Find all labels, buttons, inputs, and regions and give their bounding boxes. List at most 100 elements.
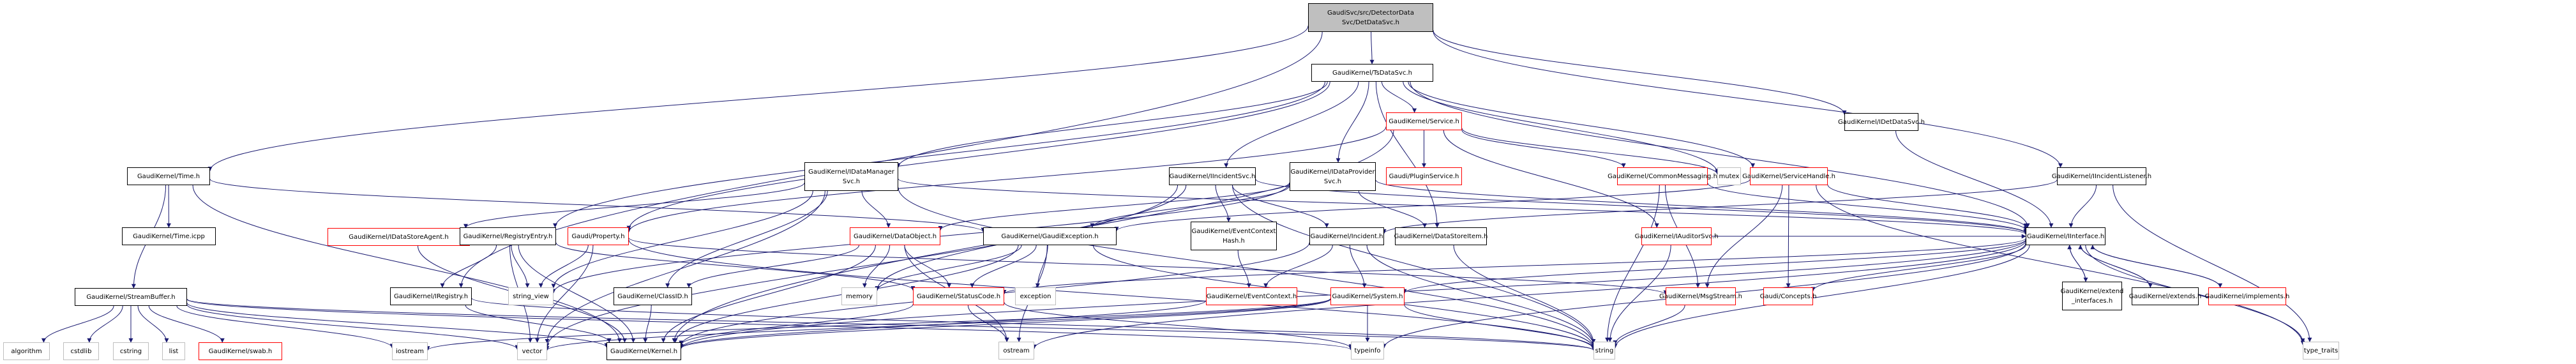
node-implements[interactable]: GaudiKernel/implements.h	[2205, 287, 2289, 305]
node-idatastoreagent[interactable]: GaudiKernel/IDataStoreAgent.h	[328, 228, 470, 246]
edge-tsdatasvc-to-idatamanagersvc	[896, 81, 1328, 168]
edge-iincidentsvc-to-vector	[545, 185, 1179, 348]
edge-idetdatasvc-to-iinterface	[1895, 130, 2054, 228]
edge-detdatasvc-to-time	[207, 26, 1309, 172]
edge-gaudiexception-to-statuscode	[970, 245, 1037, 288]
node-idetdatasvc[interactable]: GaudiKernel/IDetDataSvc.h	[1838, 113, 1925, 131]
node-iinterface[interactable]: GaudiKernel/IInterface.h	[2026, 227, 2105, 245]
edge-property-to-msgstream	[628, 238, 1668, 295]
node-classid[interactable]: GaudiKernel/ClassID.h	[614, 287, 692, 305]
edge-incident-to-system	[1349, 245, 1367, 288]
edge-iincidentlistener-to-iinterface	[2068, 185, 2097, 228]
node-ostream: ostream	[998, 342, 1034, 360]
node-iincidentlistener[interactable]: GaudiKernel/IIncidentListener.h	[2052, 167, 2151, 185]
node-mutex: mutex	[1717, 167, 1741, 185]
edge-idatamanagersvc-to-string	[898, 187, 1596, 349]
edge-service-to-commonmessaging	[1461, 130, 1626, 168]
node-service[interactable]: GaudiKernel/Service.h	[1386, 112, 1462, 130]
edge-gaudiexception-to-memory	[875, 245, 1022, 291]
edge-idatamanagersvc-to-vector	[545, 190, 825, 344]
edge-system-to-iostream	[425, 298, 1331, 351]
node-cstdlib: cstdlib	[63, 342, 99, 360]
node-idataprovidersvc[interactable]: GaudiKernel/IDataProvider Svc.h	[1290, 162, 1376, 191]
node-vector: vector	[517, 342, 547, 360]
edge-iregistry-to-string	[471, 298, 1596, 351]
node-time[interactable]: GaudiKernel/Time.h	[127, 167, 210, 185]
edge-servicehandle-to-iinterface	[1827, 185, 2028, 229]
edge-property-to-vector	[535, 245, 594, 343]
node-incident[interactable]: GaudiKernel/Incident.h	[1309, 227, 1384, 245]
edge-service-to-mutex	[1461, 128, 1720, 175]
edge-streambuffer-to-iostream	[176, 305, 395, 349]
edge-classid-to-kernel	[643, 305, 652, 343]
node-streambuffer[interactable]: GaudiKernel/StreamBuffer.h	[75, 288, 187, 306]
edge-tsdatasvc-to-registryentry	[553, 81, 1325, 228]
edge-property-to-string_view	[538, 245, 589, 288]
node-extends[interactable]: GaudiKernel/extends.h	[2129, 287, 2201, 305]
node-eventcontext[interactable]: GaudiKernel/EventContext.h	[1206, 287, 1297, 305]
node-property[interactable]: Gaudi/Property.h	[568, 227, 629, 245]
node-kernel[interactable]: GaudiKernel/Kernel.h	[606, 342, 681, 360]
edge-idatamanagersvc-to-iinterface	[898, 178, 2028, 235]
edge-streambuffer-to-kernel	[186, 302, 609, 348]
node-detdatasvc[interactable]: GaudiSvc/src/DetectorData Svc/DetDataSvc…	[1308, 3, 1433, 32]
node-type-traits: type_traits	[2303, 342, 2339, 360]
node-dataobject[interactable]: GaudiKernel/DataObject.h	[850, 227, 940, 245]
node-msgstream[interactable]: GaudiKernel/MsgStream.h	[1659, 287, 1742, 305]
edge-streambuffer-to-algorithm	[41, 305, 114, 343]
edge-detdatasvc-to-tsdatasvc	[1369, 31, 1375, 64]
node-eventcontexthash[interactable]: GaudiKernel/EventContext Hash.h	[1191, 222, 1277, 250]
edge-tsdatasvc-to-idataprovidersvc	[1336, 81, 1369, 163]
node-extend-interfaces[interactable]: GaudiKernel/extend _interfaces.h	[2061, 282, 2123, 310]
edge-iinterface-to-system	[1402, 239, 2026, 294]
node-iauditorsvc[interactable]: GaudiKernel/IAuditorSvc.h	[1635, 227, 1718, 245]
edge-time-to-gaudiexception	[209, 179, 986, 232]
node-iincidentsvc[interactable]: GaudiKernel/IIncidentSvc.h	[1169, 167, 1256, 185]
node-servicehandle[interactable]: GaudiKernel/ServiceHandle.h	[1742, 167, 1835, 185]
edge-idataprovidersvc-to-datastoreitem	[1358, 190, 1427, 228]
node-registryentry[interactable]: GaudiKernel/RegistryEntry.h	[460, 227, 556, 245]
node-pluginservice[interactable]: Gaudi/PluginService.h	[1386, 167, 1462, 185]
node-datastoreitem[interactable]: GaudiKernel/DataStoreItem.h	[1394, 227, 1488, 245]
edge-dataobject-to-classid	[686, 245, 859, 288]
edge-idatamanagersvc-to-idatastoreagent	[463, 183, 805, 229]
node-cstring: cstring	[113, 342, 149, 360]
edge-tsdatasvc-to-iincidentsvc	[1224, 81, 1359, 168]
edge-registryentry-to-statuscode	[555, 242, 915, 291]
edge-dataobject-to-statuscode	[904, 245, 952, 288]
edge-iinterface-to-string	[1613, 245, 2030, 349]
edge-property-to-string	[628, 239, 1596, 350]
edge-streambuffer-to-typeinfo	[186, 299, 1353, 351]
edge-dataobject-to-memory	[862, 245, 891, 288]
edge-idatamanagersvc-to-string_view	[551, 190, 813, 289]
node-swab[interactable]: GaudiKernel/swab.h	[199, 342, 282, 360]
node-concepts[interactable]: Gaudi/Concepts.h	[1760, 287, 1816, 305]
edge-detdatasvc-to-iincidentlistener	[1433, 31, 2063, 168]
edge-iauditorsvc-to-string	[1608, 245, 1671, 342]
edge-tsdatasvc-to-service	[1381, 81, 1417, 113]
edge-iinterface-to-statuscode	[1002, 238, 2026, 294]
edge-iincidentlistener-to-type_traits	[2113, 185, 2312, 342]
node-iregistry[interactable]: GaudiKernel/IRegistry.h	[390, 287, 472, 305]
edge-incident-to-eventcontext	[1263, 245, 1333, 288]
node-iostream: iostream	[392, 342, 428, 360]
edge-system-to-kernel	[679, 298, 1331, 349]
node-statuscode[interactable]: GaudiKernel/StatusCode.h	[913, 287, 1004, 305]
node-timeicpp[interactable]: GaudiKernel/Time.icpp	[122, 227, 216, 245]
edge-streambuffer-to-vector	[186, 304, 520, 350]
node-tsdatasvc[interactable]: GaudiKernel/TsDataSvc.h	[1311, 64, 1433, 82]
edge-registryentry-to-string_view	[511, 245, 530, 288]
node-idatamanagersvc[interactable]: GaudiKernel/IDataManager Svc.h	[804, 162, 898, 191]
node-gaudiexception[interactable]: GaudiKernel/GaudiException.h	[983, 227, 1117, 245]
edge-iincidentlistener-to-incident	[1382, 179, 2058, 234]
node-system[interactable]: GaudiKernel/System.h	[1330, 287, 1405, 305]
edge-idatamanagersvc-to-classid	[665, 190, 828, 288]
edge-iinterface-to-ostream	[1032, 240, 2026, 349]
edge-iincidentsvc-to-eventcontexthash	[1215, 185, 1231, 222]
node-typeinfo: typeinfo	[1351, 342, 1384, 360]
node-string: string	[1593, 342, 1615, 360]
node-commonmessaging[interactable]: GaudiKernel/CommonMessaging.h	[1608, 167, 1717, 185]
edge-statuscode-to-kernel	[679, 304, 914, 345]
edge-streambuffer-to-list	[137, 305, 169, 343]
